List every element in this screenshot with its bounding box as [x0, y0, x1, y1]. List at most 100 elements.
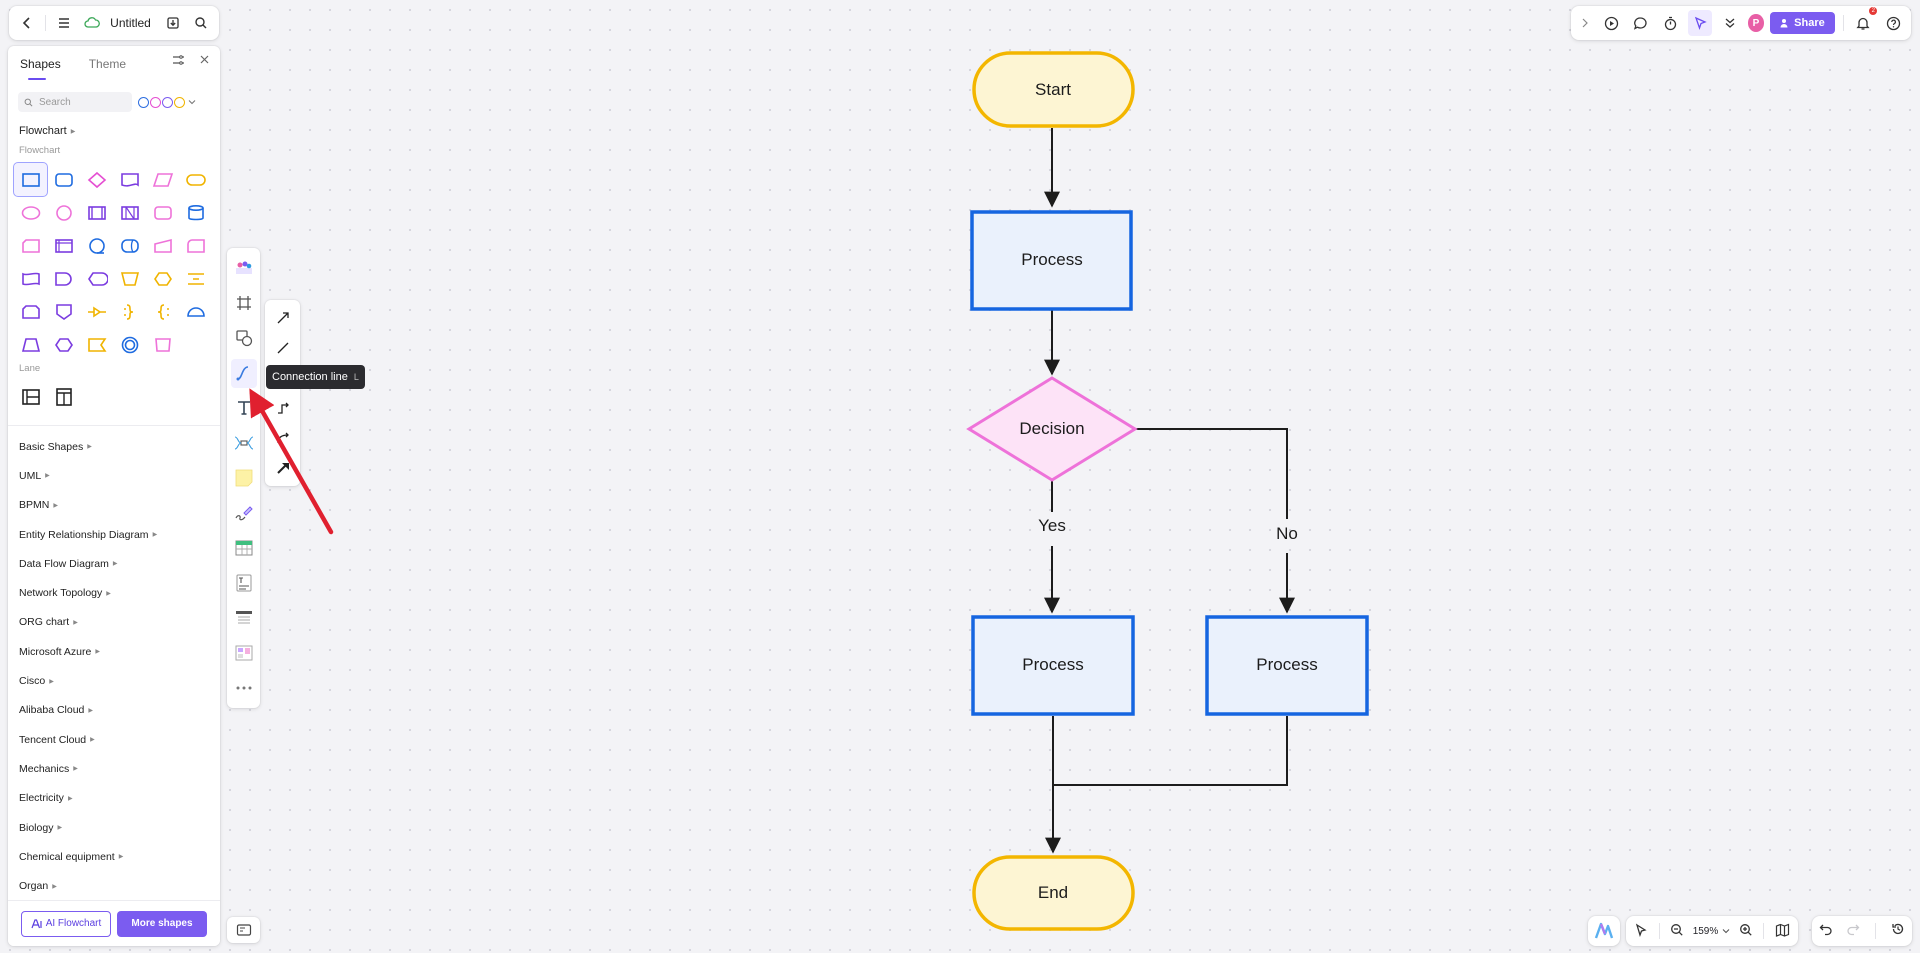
step-line-icon[interactable]	[270, 394, 296, 421]
more-icon[interactable]	[231, 673, 257, 702]
shape-double-process[interactable]	[113, 196, 146, 229]
shape-terminator[interactable]	[179, 163, 212, 196]
template-icon[interactable]	[231, 254, 257, 283]
tab-shapes[interactable]: Shapes	[20, 57, 61, 80]
library-item[interactable]: Alibaba Cloud▶	[8, 696, 220, 725]
library-item[interactable]: Cisco▶	[8, 666, 220, 695]
mind-map-icon[interactable]	[231, 429, 257, 458]
ai-assistant-button[interactable]	[1588, 916, 1620, 946]
library-item[interactable]: Biology▶	[8, 813, 220, 842]
shape-manual-operation[interactable]	[113, 262, 146, 295]
play-icon[interactable]	[1599, 10, 1623, 36]
shape-database[interactable]	[179, 196, 212, 229]
sticky-note-icon[interactable]	[231, 464, 257, 493]
library-item[interactable]: Microsoft Azure▶	[8, 637, 220, 666]
shape-internal-storage[interactable]	[47, 229, 80, 262]
ai-flowchart-button[interactable]: AI Flowchart	[21, 910, 111, 937]
shape-data[interactable]	[146, 163, 179, 196]
tab-theme[interactable]: Theme	[88, 57, 127, 71]
shape-hexagon[interactable]	[47, 328, 80, 361]
shape-sequential-data[interactable]	[80, 229, 113, 262]
library-item[interactable]: Data Flow Diagram▶	[8, 549, 220, 578]
library-item[interactable]: BPMN▶	[8, 491, 220, 520]
kanban-icon[interactable]	[231, 638, 257, 667]
shape-manual-input[interactable]	[146, 229, 179, 262]
shape-double-circle[interactable]	[113, 328, 146, 361]
zoom-in-icon[interactable]	[1739, 923, 1753, 940]
shape-horizontal-lane[interactable]	[14, 380, 47, 413]
zoom-level[interactable]: 159%	[1693, 926, 1731, 937]
straight-line-icon[interactable]	[270, 334, 296, 361]
shape-rounded-rect[interactable]	[47, 163, 80, 196]
curved-arrow-icon[interactable]	[270, 424, 296, 451]
shape-card[interactable]	[14, 229, 47, 262]
table-icon[interactable]	[231, 533, 257, 562]
search-input[interactable]: Search	[18, 92, 132, 112]
library-item[interactable]: Organ▶	[8, 871, 220, 900]
history-icon[interactable]	[1891, 922, 1905, 941]
menu-icon[interactable]	[52, 10, 76, 36]
shape-document[interactable]	[113, 163, 146, 196]
shape-stored-data[interactable]	[80, 328, 113, 361]
avatar[interactable]: P	[1747, 14, 1765, 32]
library-item[interactable]: Chemical equipment▶	[8, 842, 220, 871]
comment-icon[interactable]	[1629, 10, 1653, 36]
timer-icon[interactable]	[1659, 10, 1683, 36]
shape-brace-right[interactable]	[113, 295, 146, 328]
search-icon[interactable]	[189, 10, 213, 36]
library-item[interactable]: UML▶	[8, 461, 220, 490]
edge-decision-no[interactable]	[1135, 428, 1287, 612]
collapse-icon[interactable]	[1718, 10, 1742, 36]
shape-trapezoid[interactable]	[14, 328, 47, 361]
document-title[interactable]: Untitled	[110, 16, 151, 30]
shape-half-circle[interactable]	[179, 295, 212, 328]
shape-off-page[interactable]	[179, 229, 212, 262]
shape-delay[interactable]	[47, 262, 80, 295]
shape-parallel-mode[interactable]	[179, 262, 212, 295]
shape-rounded-square[interactable]	[146, 196, 179, 229]
library-item[interactable]: Tencent Cloud▶	[8, 725, 220, 754]
library-item[interactable]: ORG chart▶	[8, 608, 220, 637]
shape-ellipse[interactable]	[14, 196, 47, 229]
library-item[interactable]: Mechanics▶	[8, 754, 220, 783]
bold-arrow-icon[interactable]	[270, 454, 296, 481]
pen-icon[interactable]	[231, 498, 257, 527]
shape-slanted-square[interactable]	[146, 328, 179, 361]
cursor-follow-icon[interactable]	[1688, 10, 1713, 36]
edge-process-no-to-merge[interactable]	[1053, 716, 1288, 786]
library-item[interactable]: Electricity▶	[8, 784, 220, 813]
shape-punched-tape[interactable]	[14, 262, 47, 295]
library-item[interactable]: Basic Shapes▶	[8, 432, 220, 461]
shape-off-page-connector[interactable]	[47, 295, 80, 328]
minimap-toggle-button[interactable]	[227, 917, 260, 943]
shape-process[interactable]	[13, 162, 48, 197]
shape-circle[interactable]	[47, 196, 80, 229]
manage-shapes-icon[interactable]	[172, 54, 185, 69]
undo-icon[interactable]	[1819, 922, 1833, 941]
color-theme-picker[interactable]	[138, 96, 196, 108]
help-icon[interactable]	[1881, 10, 1905, 36]
more-shapes-button[interactable]: More shapes	[117, 910, 207, 937]
text-icon[interactable]	[231, 394, 257, 423]
shape-preparation[interactable]	[146, 262, 179, 295]
shape-brace-left[interactable]	[146, 295, 179, 328]
map-icon[interactable]	[1775, 923, 1790, 940]
back-icon[interactable]	[15, 10, 39, 36]
shape-decision[interactable]	[80, 163, 113, 196]
redo-icon[interactable]	[1846, 922, 1860, 941]
frame-icon[interactable]	[231, 289, 257, 318]
library-item[interactable]: Entity Relationship Diagram▶	[8, 520, 220, 549]
shape-predefined-process[interactable]	[80, 196, 113, 229]
bell-icon[interactable]: 2	[1852, 7, 1878, 36]
share-button[interactable]: Share	[1770, 12, 1835, 34]
close-icon[interactable]	[199, 54, 210, 69]
download-icon[interactable]	[161, 10, 185, 36]
arrow-line-icon[interactable]	[270, 304, 296, 331]
flowchart-section-title[interactable]: Flowchart▶	[8, 125, 220, 137]
shape-icon[interactable]	[231, 324, 257, 353]
shape-direct-data[interactable]	[113, 229, 146, 262]
shape-loop-limit[interactable]	[14, 295, 47, 328]
select-tool-icon[interactable]	[1634, 923, 1648, 940]
shape-display[interactable]	[80, 262, 113, 295]
shape-vertical-lane[interactable]	[47, 380, 80, 413]
